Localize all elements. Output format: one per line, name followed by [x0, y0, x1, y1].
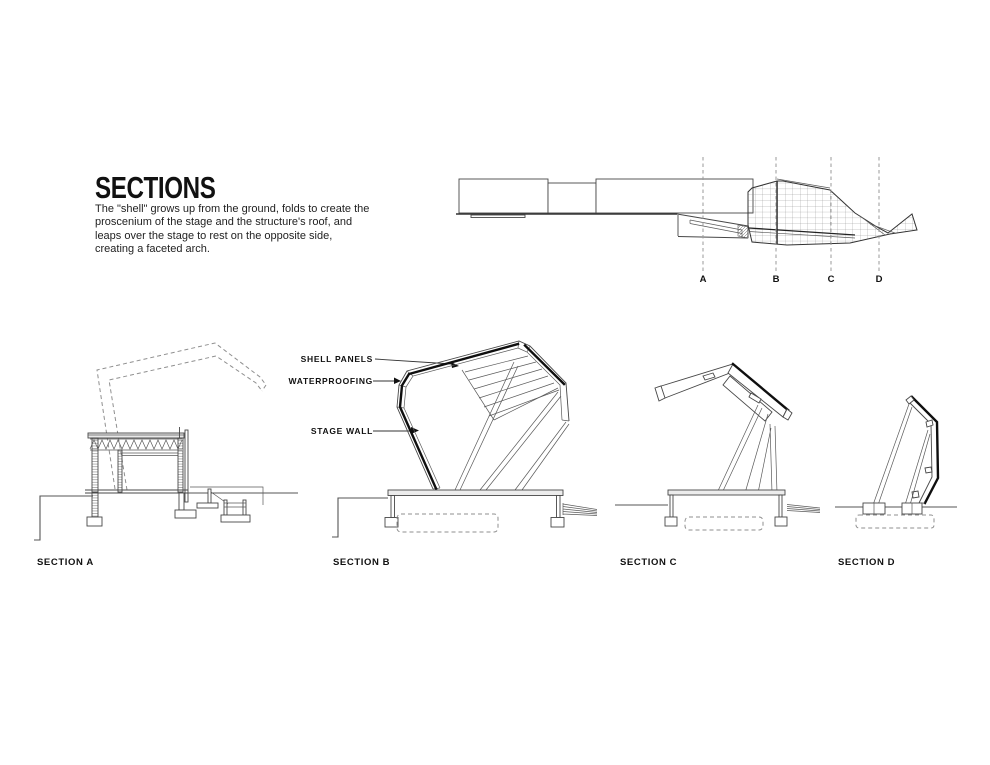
shell-elevation — [747, 178, 918, 246]
brace-struts — [872, 403, 931, 506]
ground-and-site — [34, 486, 298, 541]
annotation-waterproofing: WATERPROOFING — [288, 376, 373, 386]
section-a-drawing — [34, 342, 298, 541]
foundations — [835, 502, 957, 529]
building-elevation — [456, 178, 754, 218]
section-b-label: SECTION B — [333, 557, 391, 568]
section-b-drawing — [332, 340, 598, 538]
stage-platform — [384, 489, 565, 533]
shell-arch — [396, 340, 570, 491]
cut-label-a: A — [699, 274, 707, 285]
ground-and-ramp — [615, 504, 821, 513]
annotation-stage-wall: STAGE WALL — [310, 426, 373, 436]
section-c-label: SECTION C — [620, 557, 678, 568]
annotation-leader-lines — [373, 358, 459, 434]
section-d-label: SECTION D — [838, 557, 896, 568]
truss-struts — [454, 361, 570, 491]
section-a-label: SECTION A — [37, 557, 94, 568]
section-d-drawing — [835, 395, 957, 529]
page-description: The "shell" grows up from the ground, fo… — [95, 203, 370, 256]
page-title: SECTIONS — [95, 170, 216, 205]
stage-platform-elevation — [676, 213, 749, 239]
cut-label-b: B — [772, 274, 780, 285]
cut-label-c: C — [827, 274, 835, 285]
section-c-drawing — [615, 362, 821, 531]
interior-folded-panels — [461, 355, 560, 421]
cut-label-d: D — [875, 274, 883, 285]
building-section — [85, 427, 197, 527]
support-struts — [716, 404, 778, 494]
stage-platform — [664, 489, 788, 531]
folded-canopy — [654, 362, 793, 422]
annotation-shell-panels: SHELL PANELS — [300, 354, 373, 364]
key-elevation-drawing — [456, 157, 918, 272]
dashed-shell-outline — [96, 342, 267, 491]
ground-and-ramp — [332, 497, 598, 538]
